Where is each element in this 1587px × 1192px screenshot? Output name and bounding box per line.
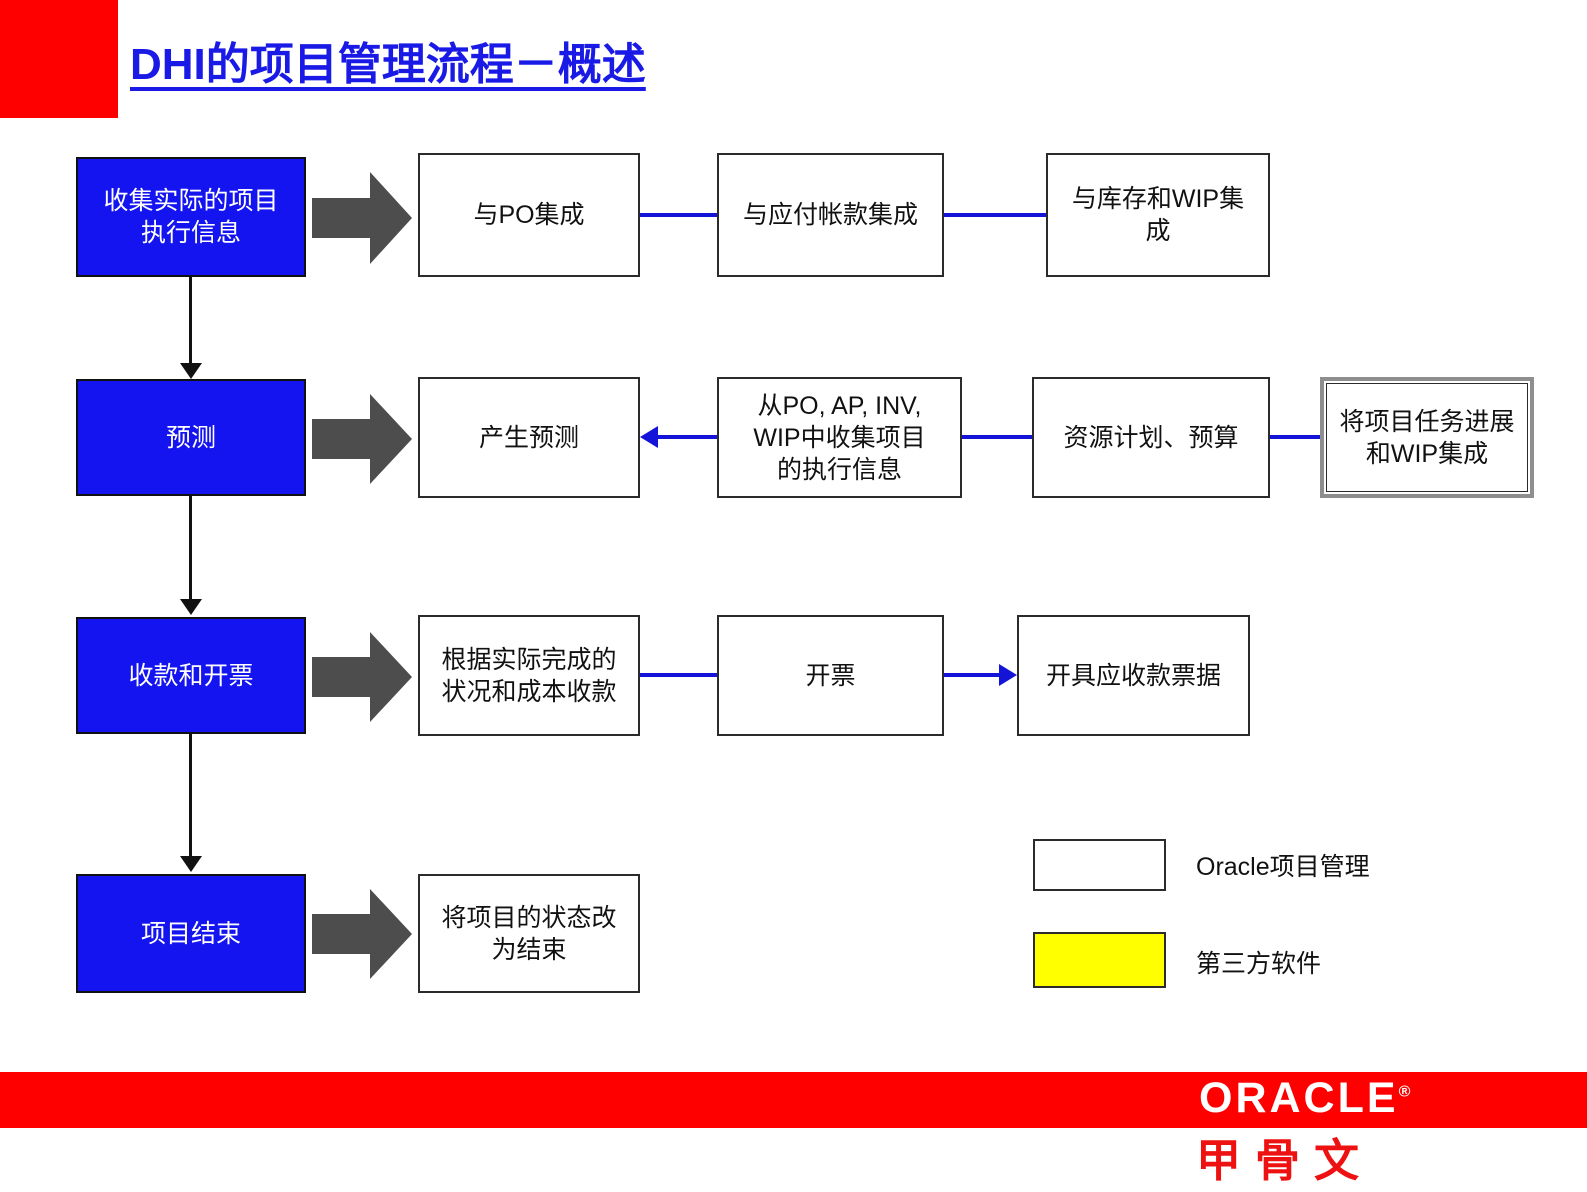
- connector-r3-b-arrowhead: [999, 664, 1017, 686]
- flow-connector-2-3-arrowhead: [180, 599, 202, 615]
- flow-connector-3-4: [189, 734, 192, 858]
- task-label: 开票: [805, 661, 856, 690]
- stage-label: 项目结束: [140, 919, 241, 948]
- task-label: 将项目任务进展 和WIP集成: [1339, 407, 1515, 468]
- flow-connector-3-4-arrowhead: [180, 856, 202, 872]
- task-box-collect-from-modules[interactable]: 从PO, AP, INV, WIP中收集项目 的执行信息: [717, 377, 962, 498]
- task-box-generate-forecast[interactable]: 产生预测: [418, 377, 640, 498]
- task-box-resource-plan-budget[interactable]: 资源计划、预算: [1032, 377, 1270, 498]
- stage-arrow-1: [312, 172, 412, 264]
- footer-bar: [0, 1072, 1587, 1128]
- oracle-wordmark-cn: 甲骨文: [1196, 1135, 1374, 1186]
- task-box-collect-by-progress[interactable]: 根据实际完成的 状况和成本收款: [418, 615, 640, 736]
- header-accent-block: [0, 0, 118, 118]
- task-label: 与应付帐款集成: [742, 201, 918, 229]
- task-box-change-status-closed[interactable]: 将项目的状态改 为结束: [418, 874, 640, 993]
- legend-label-oracle: Oracle项目管理: [1196, 853, 1370, 881]
- connector-r2-c: [1270, 435, 1320, 439]
- stage-label: 预测: [165, 423, 216, 452]
- task-box-invoice[interactable]: 开票: [717, 615, 944, 736]
- stage-label: 收款和开票: [128, 661, 254, 690]
- registered-mark-icon: ®: [1398, 1083, 1411, 1101]
- task-box-issue-ar-invoice[interactable]: 开具应收款票据: [1017, 615, 1250, 736]
- task-box-ap-integration[interactable]: 与应付帐款集成: [717, 153, 944, 277]
- stage-box-forecast[interactable]: 预测: [76, 379, 306, 496]
- task-label: 与PO集成: [473, 201, 585, 229]
- stage-arrow-3: [312, 632, 412, 722]
- connector-r1-a: [640, 213, 717, 217]
- flow-connector-2-3: [189, 496, 192, 601]
- oracle-wordmark-text: ORACLE: [1199, 1074, 1399, 1122]
- task-label: 资源计划、预算: [1063, 423, 1239, 452]
- connector-r3-a: [640, 673, 717, 677]
- task-label: 根据实际完成的 状况和成本收款: [441, 645, 617, 706]
- stage-box-billing-collection[interactable]: 收款和开票: [76, 617, 306, 734]
- task-label: 将项目的状态改 为结束: [441, 903, 617, 964]
- page-title: DHI的项目管理流程－概述: [130, 40, 646, 89]
- stage-box-project-close[interactable]: 项目结束: [76, 874, 306, 993]
- connector-r2-a-arrowhead: [640, 426, 658, 448]
- connector-r3-b: [944, 673, 999, 677]
- stage-box-collect-actuals[interactable]: 收集实际的项目 执行信息: [76, 157, 306, 277]
- connector-r2-b: [962, 435, 1032, 439]
- legend-label-third-party: 第三方软件: [1196, 950, 1322, 978]
- oracle-wordmark: ORACLE®: [1199, 1074, 1410, 1123]
- legend-swatch-oracle: [1033, 839, 1166, 891]
- connector-r2-a: [658, 435, 717, 439]
- stage-arrow-2: [312, 394, 412, 484]
- flow-connector-1-2-arrowhead: [180, 363, 202, 379]
- task-label: 开具应收款票据: [1045, 661, 1221, 690]
- stage-label: 收集实际的项目 执行信息: [103, 187, 279, 247]
- connector-r1-b: [944, 213, 1046, 217]
- task-label: 从PO, AP, INV, WIP中收集项目 的执行信息: [753, 391, 926, 484]
- legend-swatch-third-party: [1033, 932, 1166, 988]
- task-box-inv-wip-integration[interactable]: 与库存和WIP集 成: [1046, 153, 1270, 277]
- task-box-po-integration[interactable]: 与PO集成: [418, 153, 640, 277]
- flow-connector-1-2: [189, 277, 192, 365]
- stage-arrow-4: [312, 889, 412, 979]
- task-box-task-progress-wip[interactable]: 将项目任务进展 和WIP集成: [1320, 377, 1534, 498]
- task-label: 产生预测: [478, 423, 579, 452]
- task-label: 与库存和WIP集 成: [1071, 185, 1245, 245]
